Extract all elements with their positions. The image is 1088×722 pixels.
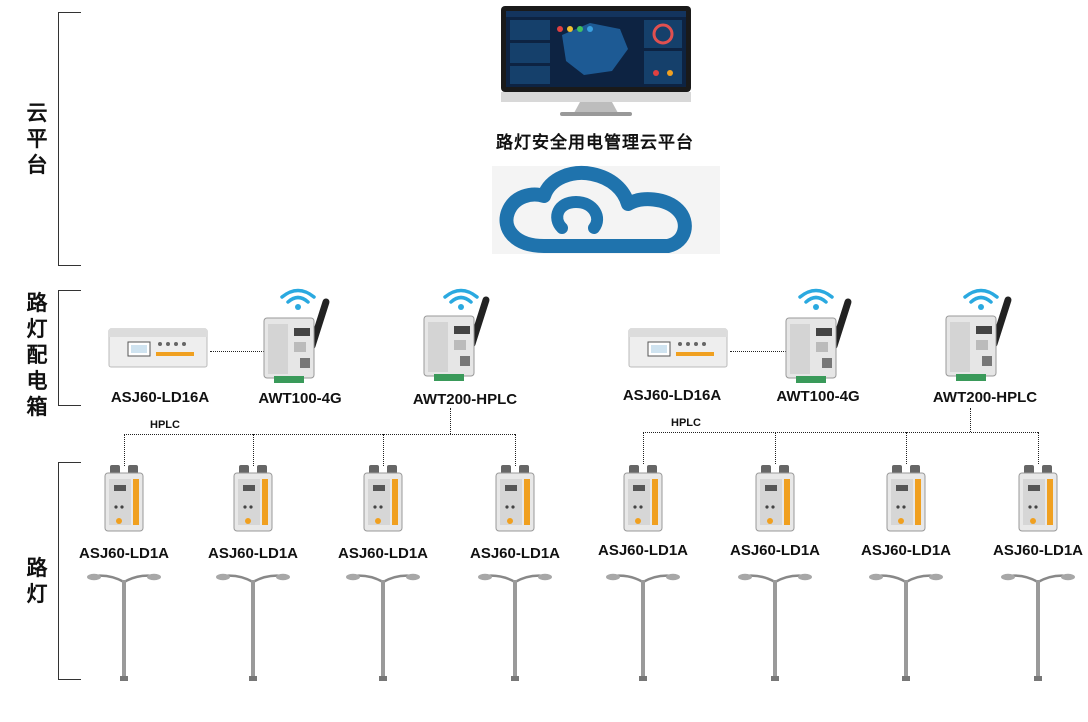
platform-title: 路灯安全用电管理云平台 [496, 133, 694, 153]
hplc-drop [383, 434, 384, 466]
hplc-drop [124, 434, 125, 466]
hplc-uplink [970, 408, 971, 432]
hplc-bus-label: HPLC [150, 419, 180, 431]
gateway-hplc-label: AWT200-HPLC [412, 391, 518, 408]
gateway-device-icon [263, 298, 330, 383]
gateway-device-icon [423, 296, 490, 381]
lamp-controller-icon [755, 465, 795, 532]
wifi-icon [443, 288, 479, 310]
cloud-tier-label: 云平台 [26, 101, 48, 177]
gateway-device-icon [945, 296, 1012, 381]
lamp-tier-label: 路灯 [26, 556, 48, 606]
gateway-hplc-label: AWT200-HPLC [932, 389, 1038, 406]
street-lamp-icon [346, 573, 420, 681]
cloud-tier-bracket [58, 12, 81, 266]
lamp-controller-icon [1018, 465, 1058, 532]
lamp-controller-icon [233, 465, 273, 532]
lamp-controller-label: ASJ60-LD1A [860, 542, 952, 559]
hplc-bus [643, 432, 1038, 433]
lamp-controller-icon [495, 465, 535, 532]
hplc-bus [124, 434, 515, 435]
gateway-4g-label: AWT100-4G [776, 388, 860, 405]
hplc-drop [906, 432, 907, 464]
wifi-icon [798, 288, 834, 310]
box-tier-label: 路灯配电箱 [26, 291, 48, 419]
lamp-controller-label: ASJ60-LD1A [337, 545, 429, 562]
monitor-icon [501, 6, 691, 116]
hplc-drop [1038, 432, 1039, 464]
lamp-controller-icon [623, 465, 663, 532]
lamp-controller-label: ASJ60-LD1A [78, 545, 170, 562]
lamp-controller-icon [886, 465, 926, 532]
hplc-drop [643, 432, 644, 464]
lamp-controller-label: ASJ60-LD1A [729, 542, 821, 559]
street-lamp-icon [478, 573, 552, 681]
box-tier-bracket [58, 290, 81, 406]
meter-device-icon [108, 328, 208, 368]
street-lamp-icon [87, 573, 161, 681]
gateway-device-icon [785, 298, 852, 383]
meter-label: ASJ60-LD16A [622, 387, 722, 404]
lamp-controller-label: ASJ60-LD1A [597, 542, 689, 559]
hplc-drop [253, 434, 254, 466]
lamp-controller-icon [363, 465, 403, 532]
wifi-icon [280, 288, 316, 310]
lamp-controller-label: ASJ60-LD1A [207, 545, 299, 562]
hplc-bus-label: HPLC [671, 417, 701, 429]
street-lamp-icon [869, 573, 943, 681]
hplc-drop [775, 432, 776, 464]
lamp-controller-label: ASJ60-LD1A [992, 542, 1084, 559]
gateway-4g-label: AWT100-4G [258, 390, 342, 407]
hplc-drop [515, 434, 516, 466]
wifi-icon [963, 288, 999, 310]
street-lamp-icon [1001, 573, 1075, 681]
meter-label: ASJ60-LD16A [110, 389, 210, 406]
lamp-tier-bracket [58, 462, 81, 680]
lamp-controller-label: ASJ60-LD1A [469, 545, 561, 562]
street-lamp-icon [606, 573, 680, 681]
street-lamp-icon [216, 573, 290, 681]
meter-device-icon [628, 328, 728, 368]
lamp-controller-icon [104, 465, 144, 532]
hplc-uplink [450, 408, 451, 434]
cloud-icon [492, 166, 720, 254]
meter-to-gateway-link [730, 351, 788, 352]
meter-to-gateway-link [210, 351, 266, 352]
street-lamp-icon [738, 573, 812, 681]
